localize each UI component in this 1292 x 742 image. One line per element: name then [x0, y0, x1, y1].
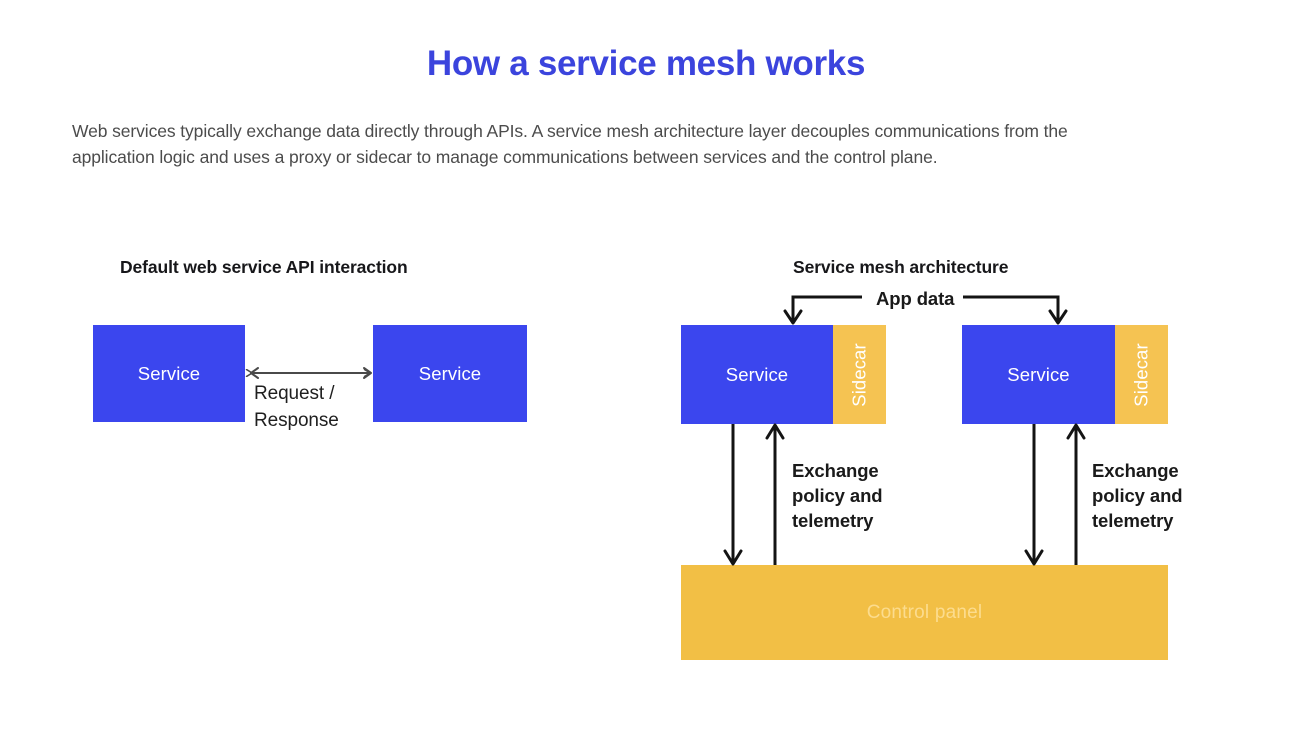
app-data-label: App data — [876, 288, 955, 309]
exchange-arrows-b — [1024, 423, 1086, 566]
section-heading-service-mesh: Service mesh architecture — [793, 257, 1009, 277]
exchange-arrows-a — [723, 423, 785, 566]
section-heading-default-api: Default web service API interaction — [120, 257, 408, 277]
sidecar-box-label: Sidecar — [1130, 342, 1152, 407]
exchange-policy-telemetry-label-a: Exchange policy and telemetry — [792, 460, 883, 531]
intro-paragraph: Web services typically exchange data dir… — [72, 121, 1068, 167]
service-box-mesh-a: Service — [681, 325, 833, 424]
control-panel-label: Control panel — [866, 601, 983, 623]
exchange-policy-telemetry-label-b: Exchange policy and telemetry — [1092, 460, 1183, 531]
sidecar-box-mesh-a: Sidecar — [833, 325, 886, 424]
service-box-mesh-b: Service — [962, 325, 1115, 424]
service-box-label: Service — [725, 363, 789, 385]
service-box-left-b: Service — [373, 325, 527, 422]
request-response-label: Request / Response — [254, 383, 339, 431]
request-response-arrow — [251, 367, 372, 379]
page-title: How a service mesh works — [426, 44, 866, 83]
control-panel-box: Control panel — [681, 565, 1168, 660]
service-box-label: Service — [137, 362, 201, 384]
sidecar-box-label: Sidecar — [848, 342, 870, 407]
sidecar-box-mesh-b: Sidecar — [1115, 325, 1168, 424]
service-box-label: Service — [418, 362, 482, 384]
service-box-left-a: Service — [93, 325, 245, 422]
service-box-label: Service — [1007, 363, 1070, 385]
